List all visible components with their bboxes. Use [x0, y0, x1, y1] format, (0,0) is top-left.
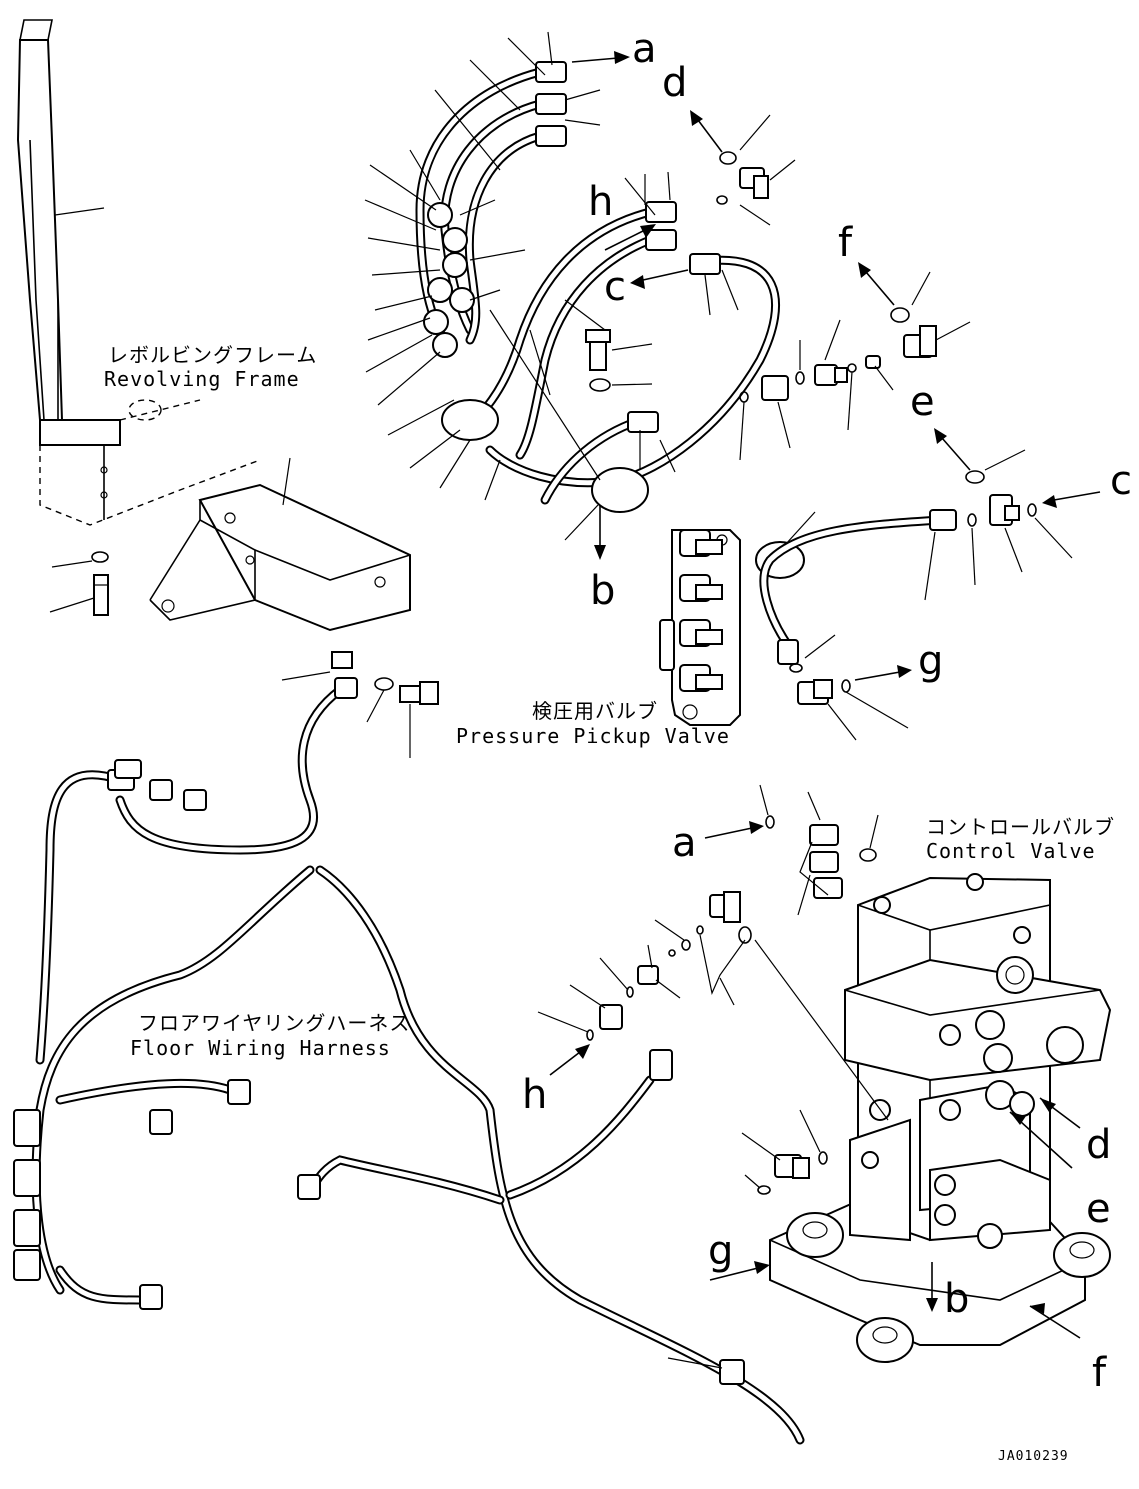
port-label-d-bottom: d [1086, 1122, 1111, 1168]
port-label-e-bottom: e [1086, 1186, 1111, 1232]
port-label-d-top: d [662, 60, 687, 106]
port-label-b-bottom: b [944, 1276, 969, 1322]
port-label-h-bottom: h [522, 1072, 547, 1118]
port-label-c-right: c [1110, 458, 1132, 504]
top-right-fittings-drawing [716, 114, 1073, 741]
control-valve-label-en: Control Valve [926, 839, 1096, 863]
port-label-c-top: c [604, 264, 626, 310]
port-letter-labels: a d h c f e c b g a h d e g b f [522, 26, 1132, 1396]
port-label-e-top: e [910, 379, 935, 425]
figure-code: JA010239 [998, 1449, 1069, 1464]
pressure-pickup-valve-label-jp: 検圧用バルブ [532, 699, 658, 723]
pressure-pickup-valve-label-en: Pressure Pickup Valve [456, 724, 730, 748]
floor-wiring-harness-label-en: Floor Wiring Harness [130, 1036, 391, 1060]
port-label-f-bottom: f [1092, 1350, 1107, 1396]
control-valve-label-jp: コントロールバルブ [926, 815, 1115, 839]
floor-wiring-harness-drawing [13, 677, 805, 1445]
port-label-b-top: b [590, 568, 615, 614]
port-label-g-bottom: g [708, 1228, 733, 1274]
port-label-g-right: g [918, 638, 943, 684]
port-arrows [549, 51, 1101, 1314]
port-label-a-bottom: a [672, 820, 697, 866]
revolving-frame-drawing [16, 19, 261, 616]
revolving-frame-label-en: Revolving Frame [104, 367, 300, 391]
bracket-drawing [149, 457, 439, 758]
control-valve-drawing [537, 784, 1112, 1363]
revolving-frame-label-jp: レボルビングフレーム [108, 343, 317, 367]
port-label-a-top: a [632, 26, 657, 72]
port-label-f-top: f [838, 220, 853, 266]
hose-bundle-drawing [364, 31, 805, 579]
floor-wiring-harness-label-jp: フロアワイヤリングハーネス [138, 1011, 410, 1035]
pressure-pickup-valve-drawing [659, 529, 741, 726]
port-label-h-top: h [588, 179, 613, 225]
component-labels: レボルビングフレーム Revolving Frame 検圧用バルブ Pressu… [104, 343, 1115, 1060]
